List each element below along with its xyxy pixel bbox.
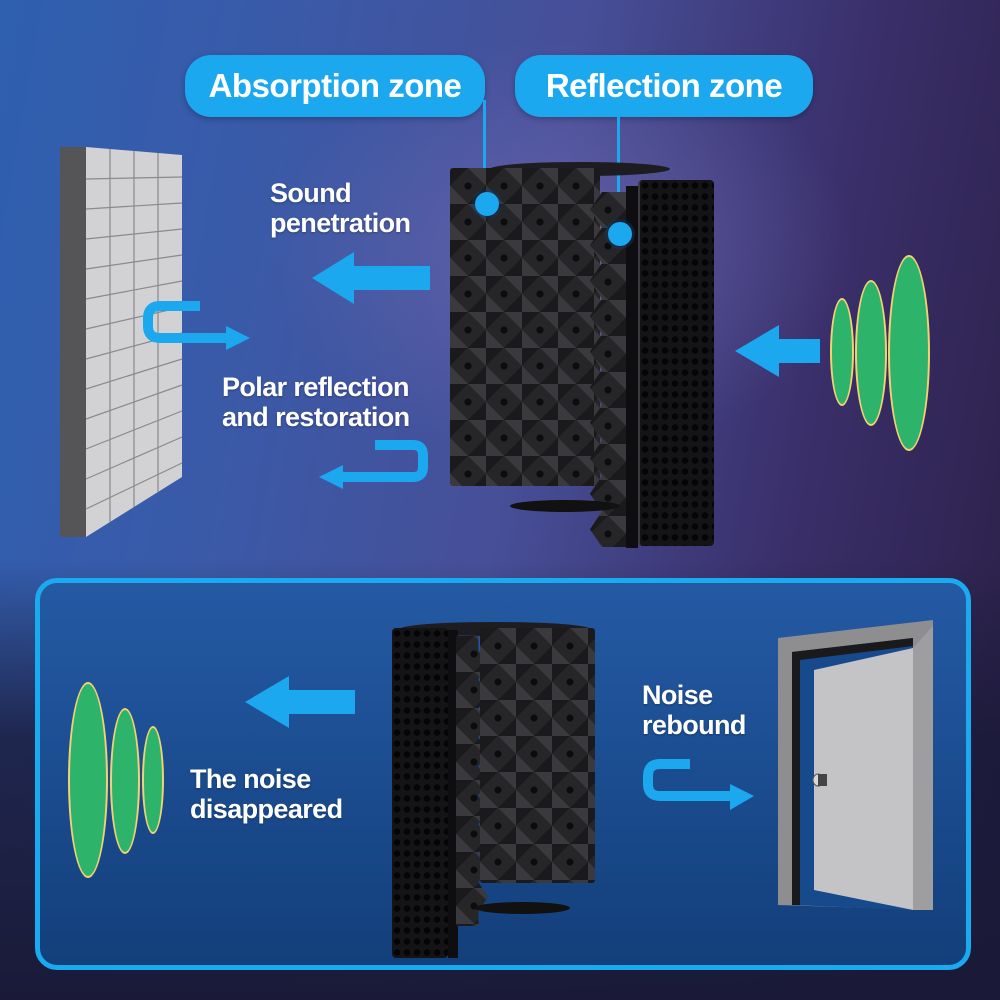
rebound-uturn-arrow-icon [640,758,758,819]
outgoing-arrow-left-icon [245,676,355,733]
penetration-arrow-left-icon [312,252,430,309]
shield-mount-bracket [475,902,570,914]
reflection-zone-marker [608,222,632,246]
rear-grille-panel [392,628,448,958]
rear-foam-panel [480,628,595,883]
polar-reflection-uturn-arrow-icon [315,437,433,498]
open-door-icon [778,620,940,920]
sound-wave-medium-icon [855,280,887,426]
shield-side-edge [448,630,458,958]
reflection-zone-label: Reflection zone [545,67,783,104]
shield-side-edge [626,186,638,548]
incoming-arrow-left-icon [735,325,820,382]
isolation-shield-rear-image [390,622,600,962]
noise-rebound-label: Noise rebound [642,680,746,740]
absorption-zone-marker [475,192,499,216]
sound-penetration-label: Sound penetration [270,178,411,238]
reflection-zone-callout: Reflection zone [515,55,813,117]
absorption-leader-line [483,100,486,200]
reflection-uturn-arrow-icon [138,298,253,359]
absorption-foam-panel [450,168,600,486]
polar-reflection-label: Polar reflection and restoration [222,372,410,432]
tiled-wall-icon [60,147,185,537]
isolation-shield-image [450,162,715,550]
absorption-zone-callout: Absorption zone [185,55,485,117]
sound-wave-small-icon [830,298,854,406]
sound-wave-large-icon [888,255,930,451]
fading-wave-medium-icon [110,708,140,854]
shield-mount-bracket [510,500,620,512]
fading-wave-large-icon [68,682,108,878]
reflection-grille-panel [638,180,714,546]
absorption-zone-label: Absorption zone [208,67,462,104]
fading-wave-small-icon [142,726,164,834]
noise-disappeared-label: The noise disappeared [190,764,343,824]
